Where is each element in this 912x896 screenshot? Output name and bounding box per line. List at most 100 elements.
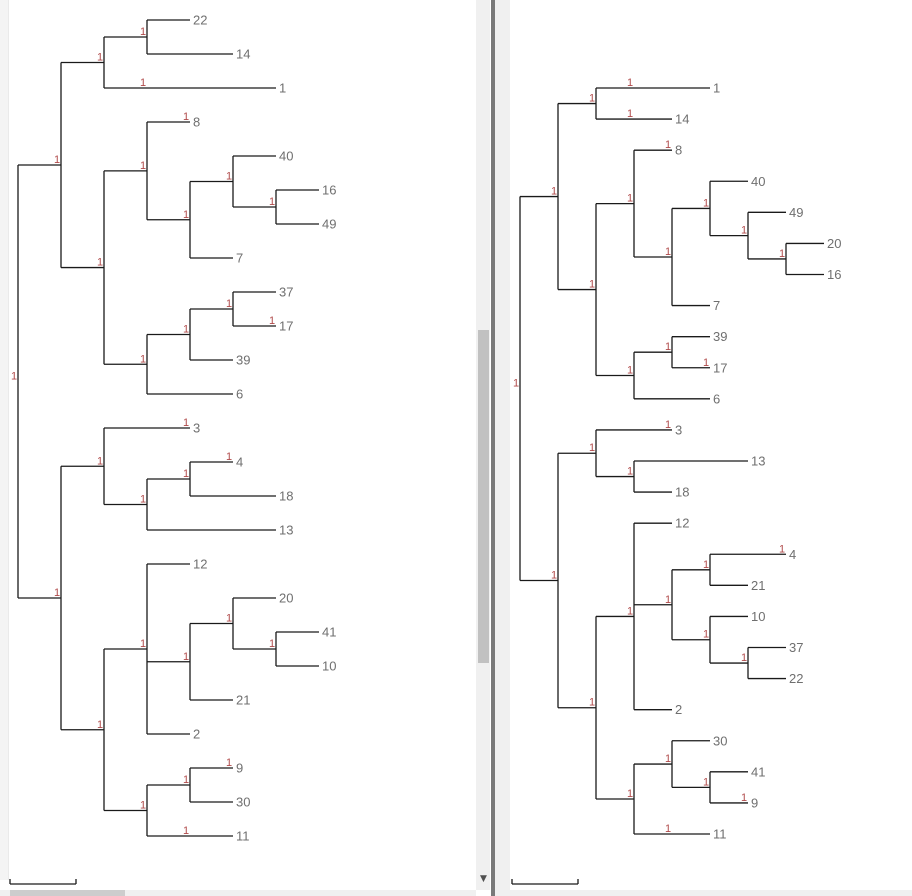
panel-divider[interactable] <box>491 0 495 896</box>
support-value: 1 <box>627 605 633 617</box>
leaf-label-16: 16 <box>322 183 336 198</box>
leaf-label-39: 39 <box>713 329 727 344</box>
support-value: 1 <box>741 792 747 804</box>
scale-bar <box>511 879 579 885</box>
leaf-label-21: 21 <box>236 693 250 708</box>
support-value: 1 <box>54 154 60 166</box>
leaf-label-16: 16 <box>827 267 841 282</box>
support-value: 1 <box>665 594 671 606</box>
support-value: 1 <box>665 823 671 835</box>
support-value: 1 <box>97 52 103 64</box>
support-value: 1 <box>589 279 595 291</box>
leaf-label-8: 8 <box>193 115 200 130</box>
support-value: 1 <box>627 788 633 800</box>
support-value: 1 <box>226 613 232 625</box>
left-horizontal-scrollbar[interactable] <box>0 890 476 896</box>
support-value: 1 <box>183 651 189 663</box>
support-value: 1 <box>551 186 557 198</box>
leaf-label-41: 41 <box>751 764 765 779</box>
leaf-label-6: 6 <box>236 387 243 402</box>
leaf-label-10: 10 <box>751 609 765 624</box>
leaf-label-30: 30 <box>713 733 727 748</box>
support-value: 1 <box>11 371 17 383</box>
support-value: 1 <box>665 419 671 431</box>
leaf-label-11: 11 <box>236 829 250 844</box>
right-tree-diagram: 1148404920167391763131812421103722230419… <box>511 77 841 885</box>
left-horizontal-scrollbar-thumb[interactable] <box>10 890 125 896</box>
leaf-label-49: 49 <box>322 217 336 232</box>
support-value: 1 <box>140 77 146 89</box>
support-value: 1 <box>741 225 747 237</box>
support-value: 1 <box>97 257 103 269</box>
support-value: 1 <box>589 93 595 105</box>
leaf-label-21: 21 <box>751 578 765 593</box>
support-value: 1 <box>183 468 189 480</box>
support-value: 1 <box>551 569 557 581</box>
leaf-label-7: 7 <box>713 298 720 313</box>
support-value: 1 <box>741 652 747 664</box>
support-value: 1 <box>703 357 709 369</box>
leaf-label-22: 22 <box>789 671 803 686</box>
support-value: 1 <box>627 466 633 478</box>
leaf-label-20: 20 <box>827 236 841 251</box>
leaf-label-6: 6 <box>713 391 720 406</box>
support-value: 1 <box>140 494 146 506</box>
leaf-label-4: 4 <box>236 455 243 470</box>
support-value: 1 <box>269 196 275 208</box>
support-value: 1 <box>140 26 146 38</box>
support-value: 1 <box>779 543 785 555</box>
support-value: 1 <box>97 455 103 467</box>
support-value: 1 <box>226 298 232 310</box>
support-value: 1 <box>226 171 232 183</box>
left-panel-edge <box>0 0 9 880</box>
leaf-label-12: 12 <box>193 557 207 572</box>
leaf-label-13: 13 <box>751 454 765 469</box>
support-value: 1 <box>54 587 60 599</box>
support-value: 1 <box>183 324 189 336</box>
support-value: 1 <box>703 559 709 571</box>
vertical-scrollbar-thumb[interactable] <box>478 330 489 663</box>
support-value: 1 <box>627 193 633 205</box>
panel-gap <box>495 0 510 896</box>
support-value: 1 <box>226 451 232 463</box>
leaf-label-49: 49 <box>789 205 803 220</box>
leaf-label-11: 11 <box>713 827 727 842</box>
support-value: 1 <box>779 248 785 260</box>
leaf-label-40: 40 <box>751 174 765 189</box>
leaf-label-17: 17 <box>279 319 293 334</box>
support-value: 1 <box>140 160 146 172</box>
leaf-label-37: 37 <box>279 285 293 300</box>
leaf-label-39: 39 <box>236 353 250 368</box>
scale-bar <box>9 879 77 885</box>
leaf-label-18: 18 <box>279 489 293 504</box>
support-value: 1 <box>183 209 189 221</box>
support-value: 1 <box>269 638 275 650</box>
support-value: 1 <box>513 378 519 390</box>
leaf-label-2: 2 <box>675 702 682 717</box>
leaf-label-9: 9 <box>236 761 243 776</box>
support-value: 1 <box>140 638 146 650</box>
leaf-label-17: 17 <box>713 360 727 375</box>
leaf-label-8: 8 <box>675 143 682 158</box>
support-value: 1 <box>183 111 189 123</box>
leaf-label-9: 9 <box>751 795 758 810</box>
leaf-label-2: 2 <box>193 727 200 742</box>
leaf-label-20: 20 <box>279 591 293 606</box>
scroll-down-arrow-icon[interactable]: ▼ <box>480 874 487 884</box>
leaf-label-37: 37 <box>789 640 803 655</box>
support-value: 1 <box>589 697 595 709</box>
support-value: 1 <box>627 108 633 120</box>
leaf-label-18: 18 <box>675 485 689 500</box>
leaf-label-7: 7 <box>236 251 243 266</box>
leaf-label-14: 14 <box>675 112 689 127</box>
leaf-label-13: 13 <box>279 523 293 538</box>
support-value: 1 <box>665 246 671 258</box>
support-value: 1 <box>183 825 189 837</box>
support-value: 1 <box>665 341 671 353</box>
support-value: 1 <box>226 757 232 769</box>
support-value: 1 <box>140 800 146 812</box>
support-value: 1 <box>97 719 103 731</box>
right-horizontal-scrollbar[interactable] <box>510 890 912 896</box>
